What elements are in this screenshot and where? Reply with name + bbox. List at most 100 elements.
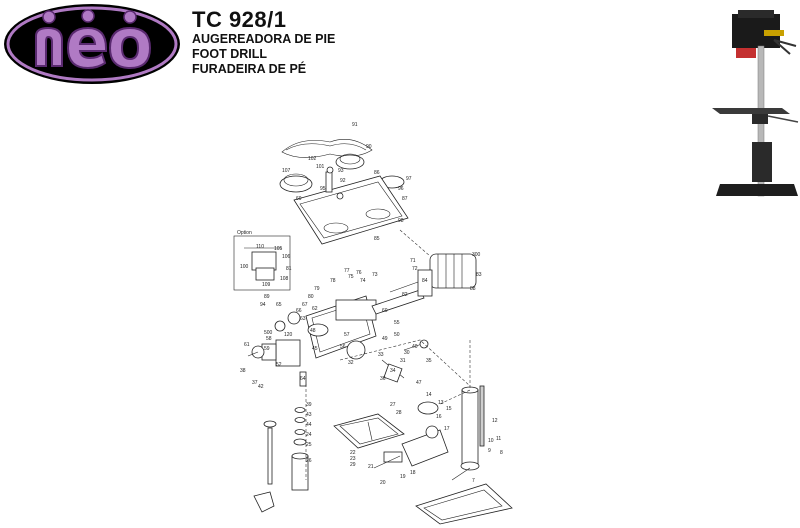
part-label: 57 <box>344 332 350 338</box>
part-number-labels: 91 90 102 101 107 69 95 92 97 96 86 87 9… <box>240 122 503 486</box>
part-label: 86 <box>374 170 380 176</box>
part-label: 77 <box>344 268 350 274</box>
part-label: 88 <box>470 286 476 292</box>
part-label: 15 <box>446 406 452 412</box>
part-label: 9 <box>488 448 491 454</box>
part-label: 50 <box>394 332 400 338</box>
part-label: 300 <box>472 252 481 258</box>
product-name-es: AUGEREADORA DE PIE <box>192 32 336 46</box>
part-label: 71 <box>410 258 416 264</box>
part-label: 74 <box>360 278 366 284</box>
product-name-pt: FURADEIRA DE PÉ <box>192 62 307 76</box>
column-and-base <box>415 385 513 525</box>
part-label: 500 <box>264 330 273 336</box>
neo-logo <box>4 4 180 84</box>
head-casting <box>305 289 425 360</box>
part-label: 100 <box>240 264 249 270</box>
part-label: 55 <box>394 320 400 326</box>
part-label: 120 <box>284 332 293 338</box>
part-label: 16 <box>436 414 442 420</box>
part-label: 40 <box>412 344 418 350</box>
part-label: 66 <box>296 308 302 314</box>
part-label: 105 <box>274 246 283 252</box>
part-label: 95 <box>320 186 326 192</box>
product-header: TC 928/1 AUGEREADORA DE PIE FOOT DRILL F… <box>192 8 335 77</box>
part-label: 37 <box>252 380 258 386</box>
part-label: 31 <box>400 358 406 364</box>
part-label: 107 <box>282 168 291 174</box>
part-label: 84 <box>422 278 428 284</box>
part-label: 47 <box>416 380 422 386</box>
part-label: 72 <box>412 266 418 272</box>
part-label: 17 <box>444 426 450 432</box>
part-label: 32 <box>348 360 354 366</box>
part-label: 12 <box>492 418 498 424</box>
part-label: 59 <box>264 346 270 352</box>
quill-parts <box>253 407 309 513</box>
part-label: 27 <box>390 402 396 408</box>
part-label: 35 <box>426 358 432 364</box>
part-label: 8 <box>500 450 503 456</box>
motor <box>389 253 477 297</box>
part-label: 45 <box>312 346 318 352</box>
part-label: 90 <box>366 144 372 150</box>
part-label: 92 <box>340 178 346 184</box>
part-label: 44 <box>306 422 312 428</box>
spindle <box>381 339 429 383</box>
part-label: 58 <box>266 336 272 342</box>
part-label: 80 <box>308 294 314 300</box>
part-label: 56 <box>340 344 346 350</box>
part-label: 52 <box>276 362 282 368</box>
part-label: 87 <box>402 196 408 202</box>
drill-table <box>333 413 405 449</box>
part-label: 26 <box>306 458 312 464</box>
part-label: 83 <box>476 272 482 278</box>
part-label: 81 <box>286 266 292 272</box>
model-number: TC 928/1 <box>192 7 287 32</box>
part-label: 20 <box>380 480 386 486</box>
part-label: 78 <box>330 278 336 284</box>
part-label: 91 <box>352 122 358 128</box>
part-label: 49 <box>382 336 388 342</box>
feed-assembly <box>247 311 307 387</box>
part-label: 10 <box>488 438 494 444</box>
part-label: 24 <box>306 432 312 438</box>
part-label: 39 <box>306 402 312 408</box>
part-label: 34 <box>390 368 396 374</box>
part-label: 94 <box>260 302 266 308</box>
part-label: 109 <box>262 282 271 288</box>
table-bracket <box>373 401 449 469</box>
part-label: 18 <box>410 470 416 476</box>
part-label: 14 <box>426 392 432 398</box>
part-label: 93 <box>338 168 344 174</box>
part-label: 65 <box>276 302 282 308</box>
part-label: 22 <box>350 450 356 456</box>
part-label: 85 <box>374 236 380 242</box>
part-label: 48 <box>310 328 316 334</box>
part-label: 98 <box>398 218 404 224</box>
part-label: 38 <box>240 368 246 374</box>
part-label: 110 <box>256 244 264 250</box>
drill-press-photo <box>712 10 799 197</box>
part-label: 11 <box>496 436 501 442</box>
part-label: 97 <box>406 176 412 182</box>
part-label: 82 <box>402 292 408 298</box>
part-label: 108 <box>280 276 289 282</box>
part-label: 33 <box>378 352 384 358</box>
part-label: 64 <box>300 376 306 382</box>
part-label: 106 <box>282 254 291 260</box>
part-label: 89 <box>264 294 270 300</box>
part-label: 61 <box>244 342 250 348</box>
part-label: 62 <box>312 306 318 312</box>
part-label: 96 <box>398 186 404 192</box>
part-label: 19 <box>400 474 406 480</box>
part-label: 13 <box>438 400 444 406</box>
part-label: 73 <box>372 272 378 278</box>
part-label: 101 <box>316 164 325 170</box>
part-label: 36 <box>380 376 386 382</box>
part-label: 43 <box>306 412 312 418</box>
part-label: 7 <box>472 478 475 484</box>
part-label: 28 <box>396 410 402 416</box>
option-label: Option <box>237 230 252 236</box>
